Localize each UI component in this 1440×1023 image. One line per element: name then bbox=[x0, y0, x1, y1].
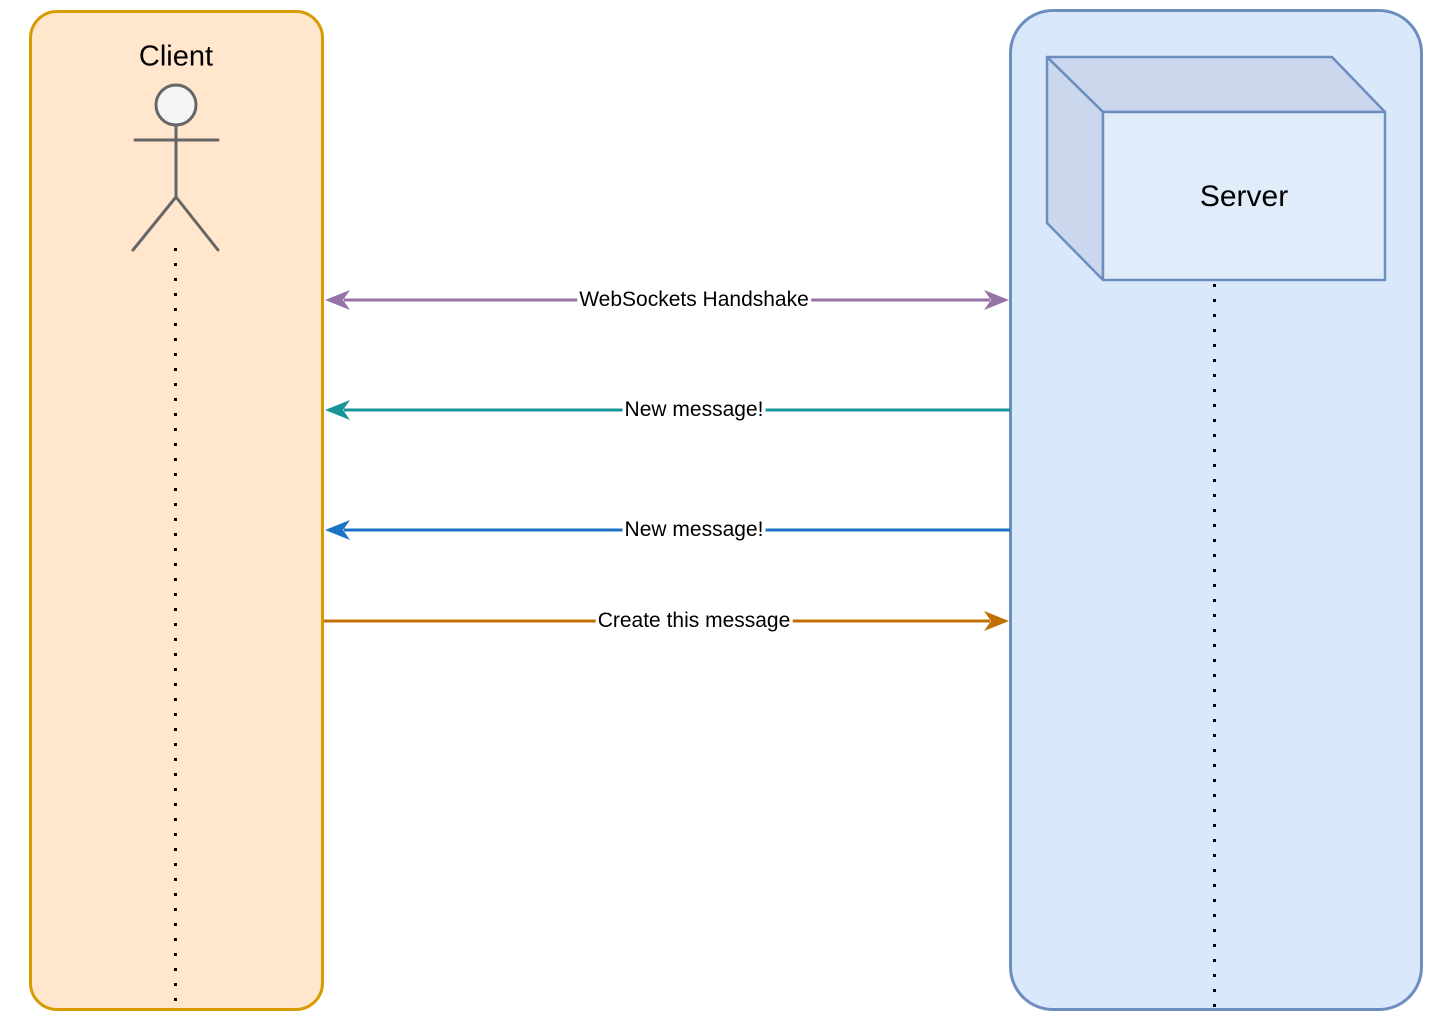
client-label: Client bbox=[138, 40, 214, 73]
message-label: Create this message bbox=[595, 609, 793, 633]
message-label: New message! bbox=[622, 518, 766, 542]
arrowhead-left-icon bbox=[325, 520, 350, 540]
message-label: New message! bbox=[622, 398, 766, 422]
arrowhead-right-icon bbox=[984, 290, 1009, 310]
cube-front-face bbox=[1101, 110, 1387, 282]
actor-leg-right bbox=[174, 195, 220, 252]
actor-head bbox=[154, 83, 198, 127]
message-label: WebSockets Handshake bbox=[577, 288, 811, 312]
actor-icon bbox=[131, 83, 220, 252]
actor-leg-left bbox=[131, 195, 178, 252]
arrowhead-left-icon bbox=[325, 400, 350, 420]
arrowhead-left-icon bbox=[325, 290, 350, 310]
server-lifeline bbox=[1213, 284, 1216, 1008]
client-lifeline bbox=[174, 248, 177, 1008]
server-label: Server bbox=[1199, 180, 1289, 213]
arrowhead-right-icon bbox=[984, 611, 1009, 631]
cube-top-face bbox=[1045, 55, 1387, 114]
server-cube-icon bbox=[1045, 55, 1387, 282]
